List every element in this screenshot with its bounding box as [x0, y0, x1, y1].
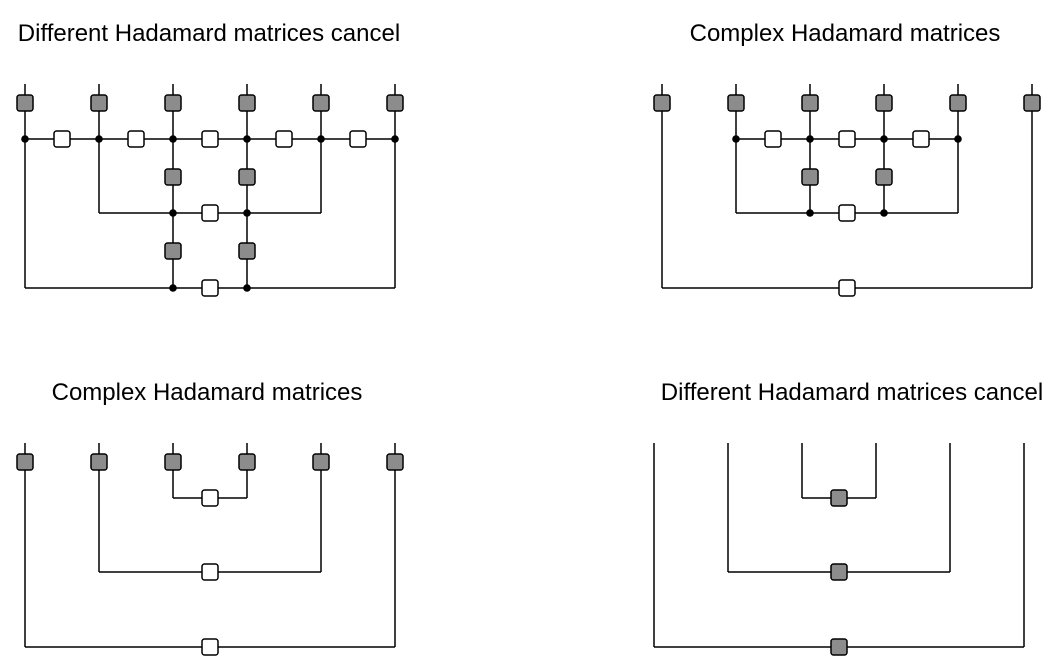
panel-title: Complex Hadamard matrices: [690, 20, 1001, 47]
white-boxes: [53, 130, 367, 297]
junction-dots: [21, 135, 399, 292]
panel-bottom-left: Complex Hadamard matrices: [16, 379, 404, 656]
wires: [24, 84, 396, 289]
junction-dots: [732, 135, 962, 217]
hadamard-gates: [16, 453, 404, 471]
hadamard-gates: [653, 94, 1041, 186]
panel-title: Different Hadamard matrices cancel: [661, 379, 1043, 406]
wires: [661, 84, 1033, 289]
panel-top-right: Complex Hadamard matrices: [653, 20, 1041, 297]
wires: [653, 443, 1025, 648]
white-boxes: [201, 489, 219, 656]
white-boxes: [764, 130, 930, 297]
hadamard-gates: [830, 489, 848, 656]
wires: [24, 443, 396, 648]
panel-bottom-right: Different Hadamard matrices cancel: [653, 379, 1043, 656]
panel-top-left: Different Hadamard matrices cancel: [16, 20, 404, 297]
panel-title: Different Hadamard matrices cancel: [18, 20, 400, 47]
hadamard-gates: [16, 94, 404, 260]
panel-title: Complex Hadamard matrices: [52, 379, 363, 406]
